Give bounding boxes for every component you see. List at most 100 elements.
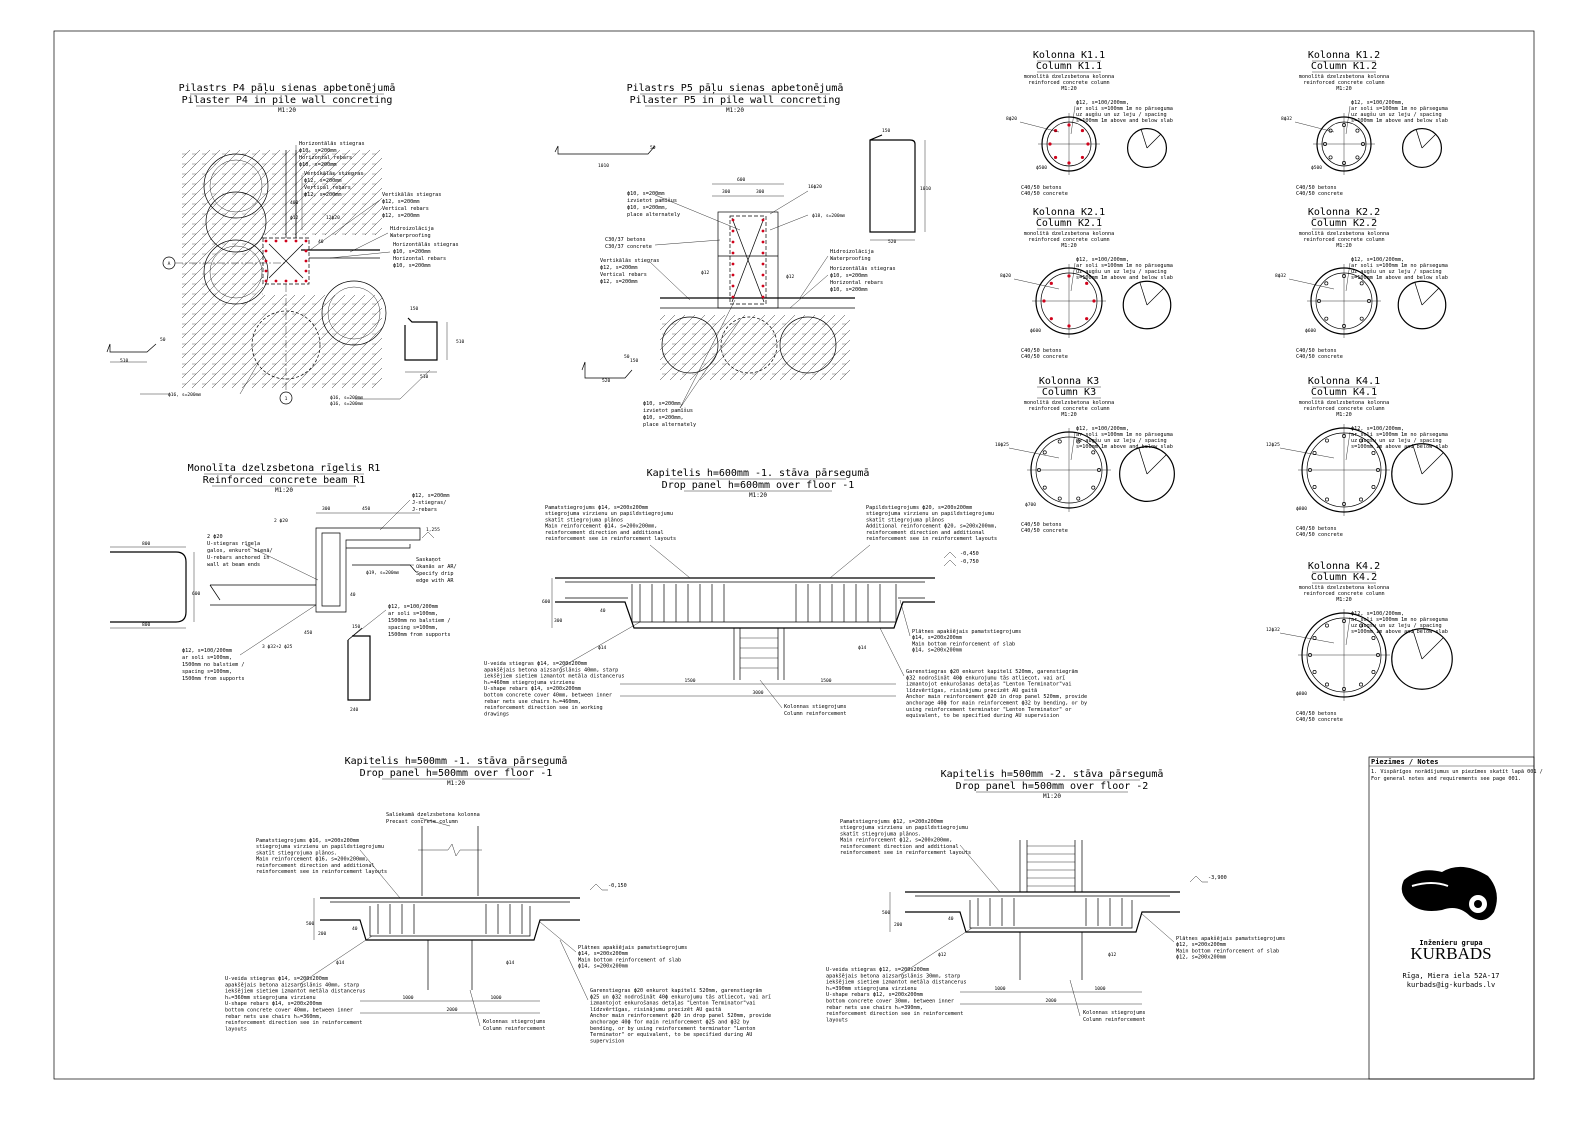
dp500a-column-lower bbox=[427, 940, 473, 990]
p4-bar-shape bbox=[106, 343, 157, 353]
p4-note: Horizontal rebars bbox=[393, 256, 446, 262]
leader-line bbox=[349, 232, 389, 253]
dp500a-note: izmantojot enkurošanas detaļas "Lenton T… bbox=[590, 1000, 756, 1007]
column-bars: 12ϕ25 bbox=[1266, 442, 1280, 448]
p4-clear-area bbox=[263, 235, 383, 295]
column-concrete: C40/50 concrete bbox=[1296, 532, 1343, 538]
p4-scale: M1:20 bbox=[278, 107, 296, 114]
column-stirrup-note: ϕ12, s=100/200mm, bbox=[1351, 100, 1404, 106]
column-concrete: C40/50 betons bbox=[1021, 522, 1062, 528]
dp500a-note: reinforcement direction see in reinforce… bbox=[225, 1020, 362, 1026]
p5-dim: 520 bbox=[888, 239, 897, 245]
column-subtitle: reinforced concrete column bbox=[1028, 237, 1109, 243]
r1-dim: 800 bbox=[142, 541, 151, 547]
rebar-dot bbox=[304, 249, 308, 253]
r1-note: ar soli s=100mm, bbox=[388, 611, 438, 617]
drawing-p4: Pilastrs P4 pāļu sienas apbetonējumā Pil… bbox=[106, 83, 465, 407]
p5-bar-shape-u bbox=[869, 134, 916, 233]
column-concrete: C40/50 concrete bbox=[1021, 354, 1068, 360]
p4-pile bbox=[205, 191, 267, 253]
p4-note: Vertical rebars bbox=[304, 185, 351, 191]
company-address: Rīga, Miera iela 52A-17 bbox=[1403, 972, 1500, 980]
dp600-dim: 300 bbox=[554, 618, 563, 624]
p5-dim: 150 bbox=[630, 358, 639, 364]
dp600-note: using reinforcement terminator "Lenton T… bbox=[906, 707, 1072, 713]
dp500b-title-lv: Kapitelis h=500mm -2. stāva pārsegumā bbox=[941, 769, 1164, 780]
column-subtitle: monolītā dzelzsbetona kolonna bbox=[1024, 231, 1115, 237]
rebar-dot bbox=[1355, 128, 1360, 133]
r1-dim: 2 ϕ20 bbox=[274, 518, 288, 524]
dp500b-note: reinforcement see in reinforcement layou… bbox=[840, 850, 971, 856]
p4-pile-inner bbox=[327, 286, 381, 340]
rebar-dot bbox=[1049, 317, 1053, 321]
dp600-dim: 1500 bbox=[684, 678, 695, 684]
rebar-dot bbox=[1042, 299, 1046, 303]
rebar-dot bbox=[1067, 324, 1071, 328]
r1-note: wall at beam ends bbox=[207, 562, 260, 568]
drawing-dp500a: Kapitelis h=500mm -1. stāva pārsegumā Dr… bbox=[225, 756, 771, 1044]
rebar-dot bbox=[761, 295, 765, 299]
column-concrete: C40/50 concrete bbox=[1296, 354, 1343, 360]
dp500a-note: hₘ=360mm stiegrojuma virzienu bbox=[225, 995, 316, 1001]
dp500b-note: Pamatstiegrojums ϕ12, s=200x200mm bbox=[840, 819, 943, 825]
rebar-dot bbox=[1371, 485, 1376, 489]
leader-line bbox=[1294, 121, 1335, 133]
p5-rebar-dots bbox=[731, 218, 765, 299]
dp500b-note: Main reinforcement ϕ12, s=200x200mm, bbox=[840, 838, 952, 844]
column-subtitle: monolītā dzelzsbetona kolonna bbox=[1024, 400, 1115, 406]
dp600-note: U-shape rebars ϕ14, s=200x200mm bbox=[484, 686, 581, 692]
p5-note: place alternately bbox=[627, 212, 680, 218]
dp500b-note: layouts bbox=[826, 1017, 848, 1023]
dp600-note: reinforcement see in reinforcement layou… bbox=[866, 536, 997, 542]
dp600-note: ϕ32 nodrošināt 40ϕ enkurojumu tās atliec… bbox=[906, 674, 1065, 681]
leader-line bbox=[559, 939, 589, 1001]
p5-note: izvietot pamīšus bbox=[643, 407, 693, 414]
p4-dim: ϕ12 bbox=[290, 215, 299, 221]
dp500b-note: skatīt stiegrojuma plānos. bbox=[840, 831, 921, 837]
r1-dim: 450 bbox=[304, 630, 313, 636]
rebar-dot bbox=[761, 229, 765, 233]
dp600-note: drawings bbox=[484, 711, 509, 717]
dp600-note: U-veida stiegras ϕ14, s=200x200mm bbox=[484, 661, 587, 667]
dp500b-note: bottom concrete cover 30mm, between inne… bbox=[826, 999, 954, 1005]
dp500b-note: Main bottom reinforcement of slab bbox=[1176, 948, 1279, 954]
p5-note: C30/37 concrete bbox=[605, 244, 652, 250]
dp500b-note: U-veida stiegras ϕ12, s=200x200mm bbox=[826, 967, 929, 973]
column-title-lv: Kolonna K3 bbox=[1039, 376, 1099, 387]
dp600-dim: ϕ14 bbox=[858, 645, 867, 651]
dp500a-note: iekšējiem sietiem izmantot metāla distan… bbox=[225, 988, 366, 995]
p4-note: ϕ10, s=200mm bbox=[393, 263, 430, 269]
rebar-dot bbox=[274, 279, 278, 283]
r1-note: U-rebars anchored in bbox=[207, 555, 269, 561]
rebar-dot bbox=[1308, 468, 1312, 472]
column-subtitle: monolītā dzelzsbetona kolonna bbox=[1024, 74, 1115, 80]
rebar-dot bbox=[731, 262, 735, 266]
rebar-dot bbox=[761, 284, 765, 288]
rebar-dot bbox=[761, 218, 765, 222]
rebar-dot bbox=[1376, 653, 1380, 657]
column-stirrup-note: ϕ12, s=100/200mm, bbox=[1076, 426, 1129, 432]
rebar-dot bbox=[1080, 155, 1085, 160]
dp500a-note: līdzvērtīgas, risinājumu precizēt AU gai… bbox=[590, 1007, 721, 1013]
dp600-dim: 1500 bbox=[820, 678, 831, 684]
leader-line bbox=[654, 194, 741, 231]
p5-note: ϕ10, s=200mm bbox=[830, 273, 867, 279]
dp600-labels: Pamatstiegrojums ϕ14, s=200x200mmstiegro… bbox=[484, 505, 1087, 719]
p5-note: ϕ10, s=200mm, bbox=[627, 205, 668, 211]
p5-labels: ϕ10, s=200mm izvietot pamīšus ϕ10, s=200mm… bbox=[598, 128, 931, 428]
dp500a-dim: 2000 bbox=[446, 1007, 457, 1013]
dp600-note: Main bottom reinforcement of slab bbox=[912, 641, 1015, 647]
column-stirrup-note: uz augšu un uz leju / spacing bbox=[1351, 437, 1442, 444]
column-stirrup-note: ar soli s=100mm 1m no pārseguma bbox=[1076, 106, 1173, 112]
dp600-note: Anchor main reinforcement ϕ20 in drop pa… bbox=[906, 694, 1087, 700]
p5-dim: 300 bbox=[756, 189, 765, 195]
leader-line bbox=[309, 199, 381, 251]
column-bars: 12ϕ32 bbox=[1266, 627, 1280, 633]
dp600-note: iekšējiem sietiem izmantot metāla distan… bbox=[484, 673, 625, 680]
dp600-note: izmantojot enkurošanas detaļas "Lenton T… bbox=[906, 681, 1072, 688]
sheet-frame bbox=[53, 30, 1535, 1080]
p5-dim: ϕ12 bbox=[786, 274, 795, 280]
rebar-dot bbox=[1359, 497, 1363, 502]
rebar-dot bbox=[1325, 438, 1329, 443]
